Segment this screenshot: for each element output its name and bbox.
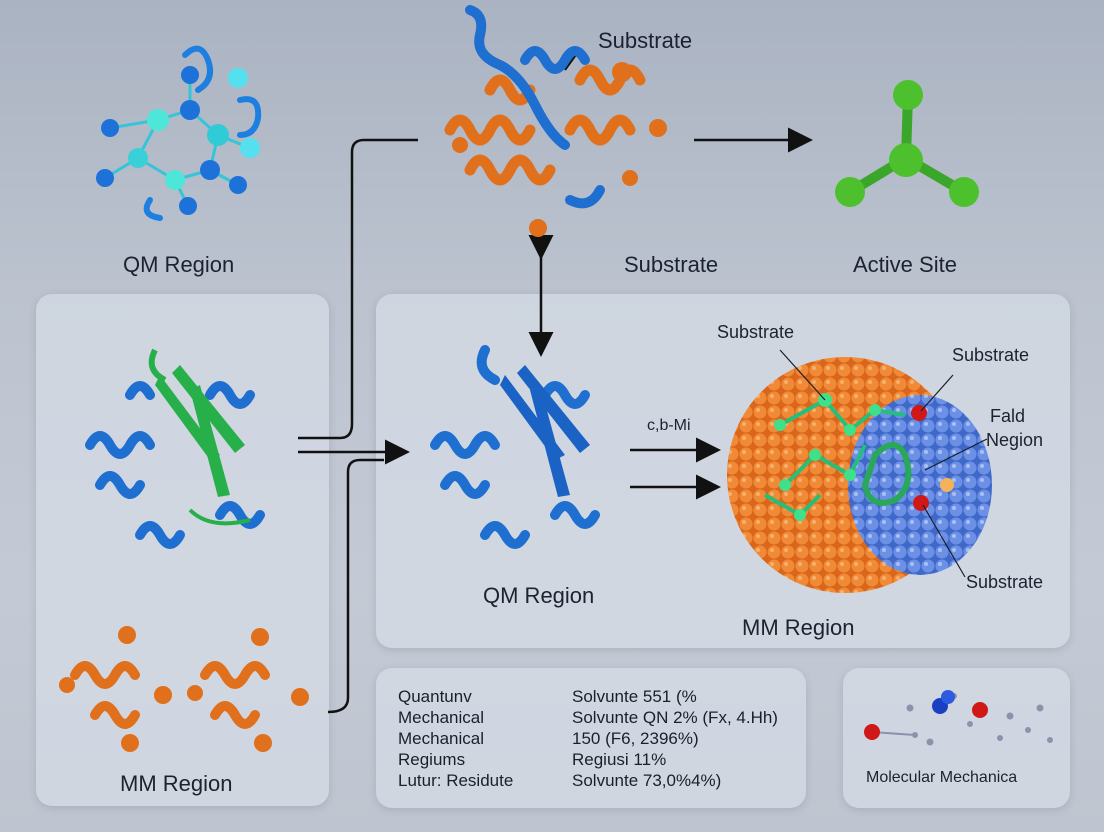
row-key: Mechanical — [398, 728, 572, 749]
row-value: 150 (F6, 2396%) — [572, 728, 699, 749]
row-key: Quantunv — [398, 686, 572, 707]
qm-protein-left — [70, 335, 300, 575]
molecular-mechanica-label: Molecular Mechanica — [866, 769, 1017, 787]
fald-label: Fald — [990, 406, 1025, 427]
active-site-label: Active Site — [853, 252, 957, 278]
qm-region-top-label: QM Region — [123, 252, 234, 278]
sub-a-label: Substrate — [717, 322, 794, 343]
mm-region-left-label: MM Region — [120, 771, 232, 797]
sub-c-label: Substrate — [966, 572, 1043, 593]
mm-region-center-label: MM Region — [742, 615, 854, 641]
mm-protein-left — [55, 625, 325, 755]
substrate-mid-label: Substrate — [624, 252, 718, 278]
active-site-molecule — [830, 80, 990, 220]
row-value: Regiusi 11% — [572, 749, 666, 770]
qm-ring-molecule — [90, 40, 290, 230]
molecular-mechanica-figure — [860, 680, 1060, 750]
row-value: Solvunte QN 2% (Fx, 4.Hh) — [572, 707, 778, 728]
qm-region-center-label: QM Region — [483, 583, 594, 609]
substrate-top-label: Substrate — [598, 28, 692, 54]
arrow-label: c,b-Mi — [647, 417, 691, 435]
row-key: Lutur: Residute — [398, 770, 572, 791]
row-value: Solvunte 73,0%4%) — [572, 770, 721, 791]
row-key: Mechanical — [398, 707, 572, 728]
qm-protein-center — [415, 335, 635, 575]
negion-label: Negion — [986, 430, 1043, 451]
mm-sphere — [725, 335, 1005, 605]
sub-b-label: Substrate — [952, 345, 1029, 366]
row-key: Regiums — [398, 749, 572, 770]
row-value: Solvunte 551 (% — [572, 686, 697, 707]
